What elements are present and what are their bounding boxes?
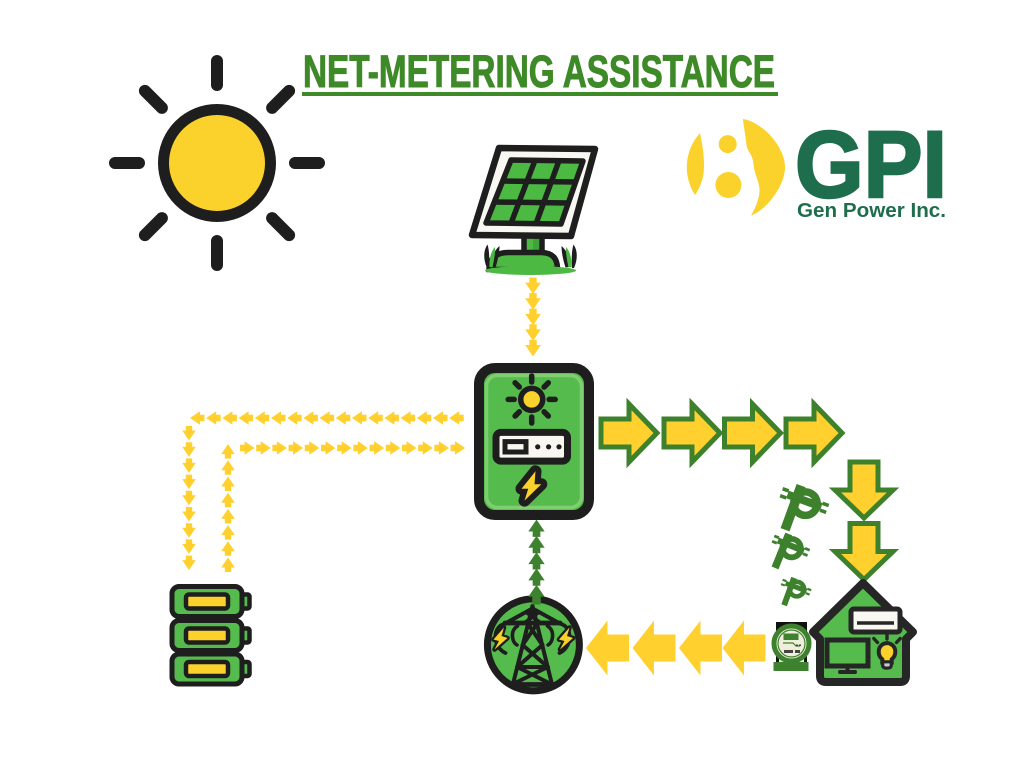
svg-text:Gen Power Inc.: Gen Power Inc. <box>797 200 946 222</box>
svg-text:NET-METERING ASSISTANCE: NET-METERING ASSISTANCE <box>303 46 775 97</box>
svg-text:GPI: GPI <box>795 112 947 218</box>
